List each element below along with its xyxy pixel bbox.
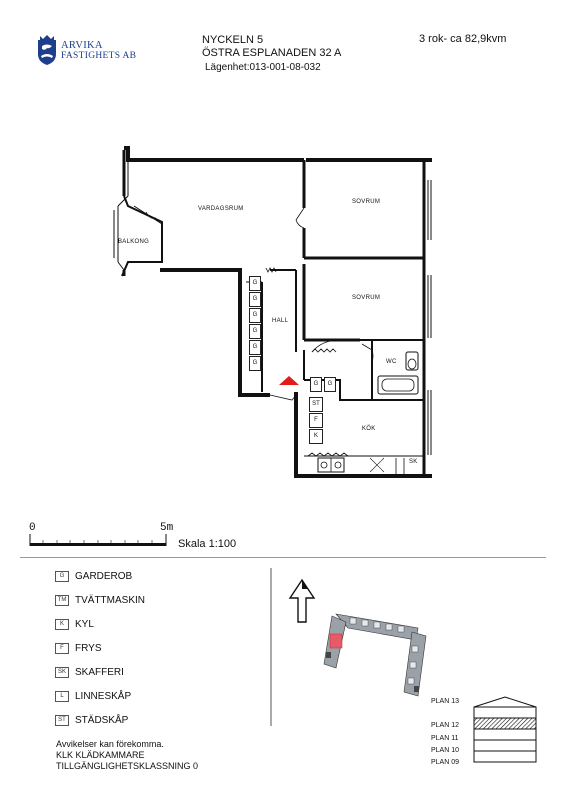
kitchen-wardrobe-2: G: [324, 377, 336, 392]
coat-of-arms-icon: [38, 35, 56, 65]
room-label-sovrum-1: SOVRUM: [352, 199, 381, 205]
wardrobe-cell: G: [249, 324, 261, 339]
company-name-line2: FASTIGHETS AB: [61, 51, 137, 61]
legend-code: K: [55, 619, 69, 630]
floor-stack: [473, 696, 537, 763]
legend-code: L: [55, 691, 69, 702]
apartment-location-marker: [329, 633, 343, 649]
floor-label: PLAN 13: [431, 698, 460, 705]
floor-label-highlighted: PLAN 12: [431, 722, 460, 729]
scale-bar: [29, 534, 167, 546]
property-address: ÖSTRA ESPLANADEN 32 A: [202, 47, 342, 59]
wardrobe-cell: G: [249, 276, 261, 291]
legend-code: TM: [55, 595, 69, 606]
north-arrow-icon: [288, 578, 316, 623]
kitchen-freezer: F: [309, 413, 323, 428]
legend-label: TVÄTTMASKIN: [75, 595, 146, 606]
scale-label: Skala 1:100: [178, 538, 237, 550]
room-label-hall: HALL: [272, 318, 289, 324]
legend-code: F: [55, 643, 69, 654]
wardrobe-cell: G: [249, 308, 261, 323]
property-name: NYCKELN 5: [202, 34, 264, 46]
kitchen-fridge: K: [309, 429, 323, 444]
legend-label: GARDEROB: [75, 571, 133, 582]
wardrobe-cell: G: [249, 292, 261, 307]
company-logo: ARVIKA FASTIGHETS AB: [36, 34, 146, 68]
kitchen-wardrobe-1: G: [310, 377, 322, 392]
highlighted-floor-bar: [473, 717, 537, 730]
note-accessibility: TILLGÄNGLIGHETSKLASSNING 0: [56, 761, 199, 771]
legend-code: SK: [55, 667, 69, 678]
legend-label: SKAFFERI: [75, 667, 124, 678]
legend-code: G: [55, 571, 69, 582]
room-label-kok: KÖK: [362, 426, 376, 432]
room-label-wc: WC: [386, 359, 397, 365]
floor-label: PLAN 09: [431, 759, 460, 766]
note-deviation: Avvikelser kan förekomma.: [56, 739, 164, 749]
kitchen-pantry: SK: [409, 459, 418, 465]
company-name-line1: ARVIKA: [61, 40, 103, 51]
legend-label: KYL: [75, 619, 94, 630]
scale-end-label: 5m: [160, 522, 174, 534]
floor-label: PLAN 11: [431, 735, 459, 742]
legend-label: FRYS: [75, 643, 102, 654]
wardrobe-cell: G: [249, 356, 261, 371]
floor-label: PLAN 10: [431, 747, 460, 754]
kitchen-cleaning-cupboard: ST: [309, 397, 323, 412]
scale-start-label: 0: [29, 522, 36, 534]
apartment-size: 3 rok- ca 82,9kvm: [419, 33, 507, 45]
wardrobe-cell: G: [249, 340, 261, 355]
section-divider: [20, 557, 546, 558]
legend-code: ST: [55, 715, 69, 726]
room-label-vardagsrum: VARDAGSRUM: [198, 206, 244, 212]
room-label-sovrum-2: SOVRUM: [352, 295, 381, 301]
room-label-balkong: BALKONG: [118, 239, 150, 245]
note-klk: KLK KLÄDKAMMARE: [56, 750, 145, 760]
legend-label: STÄDSKÅP: [75, 715, 129, 726]
entrance-marker-icon: [279, 376, 299, 385]
legend-label: LINNESKÅP: [75, 691, 132, 702]
apartment-number: Lägenhet:013-001-08-032: [205, 62, 321, 73]
building-site-plan: [323, 613, 427, 697]
legend-divider: [270, 568, 272, 726]
